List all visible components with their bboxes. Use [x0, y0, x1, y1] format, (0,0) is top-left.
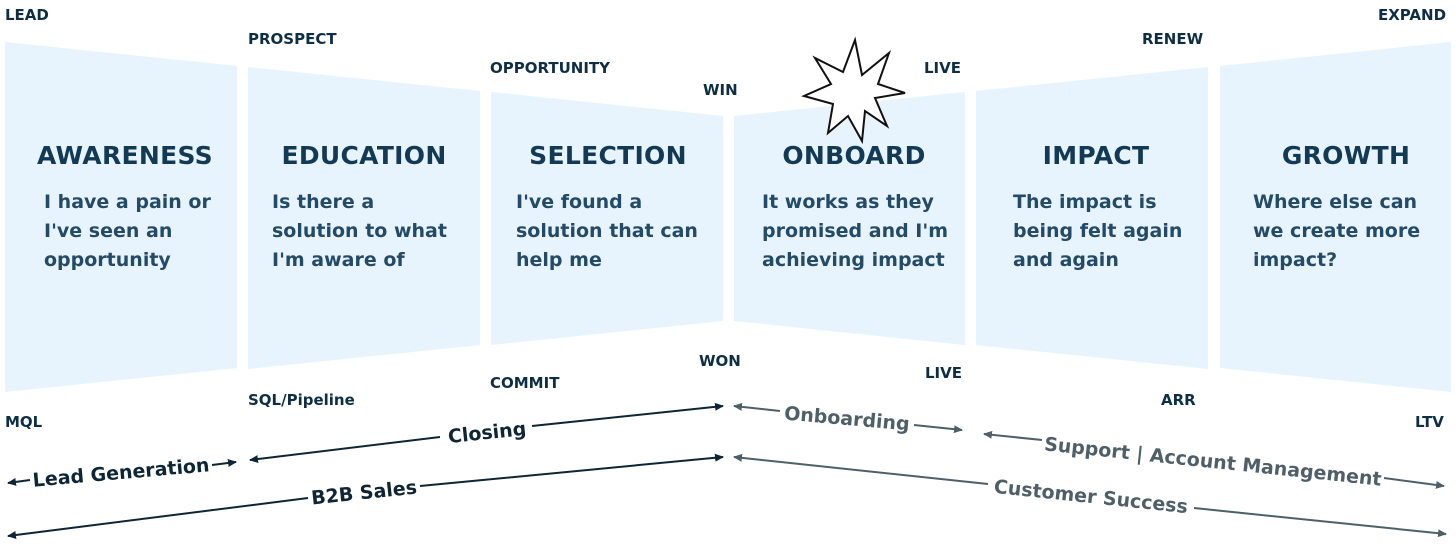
label-sql-pipeline: SQL/Pipeline — [248, 391, 355, 409]
flow-lead-generation: Lead Generation — [7, 454, 237, 492]
stage-desc-impact: The impact is being felt again and again — [1013, 188, 1213, 275]
desc-line: we create more — [1253, 220, 1421, 242]
desc-line: It works as they — [762, 191, 934, 213]
customer-success-label: Customer Success — [993, 476, 1189, 518]
stage-title-onboard: ONBOARD — [782, 141, 926, 170]
closing-label: Closing — [447, 418, 527, 448]
label-commit: COMMIT — [490, 374, 560, 392]
desc-line: I've seen an — [44, 220, 173, 242]
label-lead: LEAD — [5, 6, 49, 24]
desc-line: achieving impact — [762, 249, 945, 271]
support-label: Support | Account Management — [1043, 433, 1382, 490]
label-arr: ARR — [1161, 391, 1196, 409]
desc-line: I have a pain or — [44, 191, 211, 213]
stage-title-awareness: AWARENESS — [37, 141, 213, 170]
stage-title-education: EDUCATION — [281, 141, 447, 170]
desc-line: impact? — [1253, 249, 1338, 271]
desc-line: Is there a — [272, 191, 375, 213]
panel-impact — [976, 67, 1208, 369]
stage-title-impact: IMPACT — [1042, 141, 1150, 170]
lead-generation-label: Lead Generation — [32, 454, 211, 491]
label-ltv: LTV — [1415, 413, 1444, 431]
desc-line: help me — [516, 249, 602, 271]
panel-onboard — [734, 92, 965, 345]
desc-line: and again — [1013, 249, 1119, 271]
starburst-icon — [801, 36, 906, 145]
desc-line: being felt again — [1013, 220, 1183, 242]
label-mql: MQL — [5, 413, 43, 431]
desc-line: I'm aware of — [272, 249, 405, 271]
panel-awareness — [5, 42, 237, 392]
flow-closing: Closing — [249, 402, 724, 464]
panel-selection — [491, 92, 723, 345]
desc-line: solution that can — [516, 220, 698, 242]
label-prospect: PROSPECT — [248, 30, 337, 48]
label-live-top: LIVE — [924, 59, 961, 77]
panel-education — [248, 67, 480, 369]
onboarding-label: Onboarding — [783, 403, 910, 436]
desc-line: opportunity — [44, 249, 171, 271]
stage-desc-education: Is there a solution to what I'm aware of — [272, 188, 472, 275]
desc-line: The impact is — [1013, 191, 1157, 213]
label-opportunity: OPPORTUNITY — [490, 59, 611, 77]
desc-line: solution to what — [272, 220, 447, 242]
label-won: WON — [699, 352, 741, 370]
desc-line: promised and I'm — [762, 220, 948, 242]
desc-line: I've found a — [516, 191, 643, 213]
label-live-bottom: LIVE — [925, 364, 962, 382]
desc-line: Where else can — [1253, 191, 1418, 213]
label-expand: EXPAND — [1378, 6, 1447, 24]
stage-desc-selection: I've found a solution that can help me — [516, 188, 716, 275]
flow-onboarding: Onboarding — [733, 403, 963, 436]
panel-growth — [1220, 42, 1451, 392]
label-renew: RENEW — [1142, 30, 1204, 48]
stage-desc-onboard: It works as they promised and I'm achiev… — [762, 188, 962, 275]
stage-desc-growth: Where else can we create more impact? — [1253, 188, 1453, 275]
stage-title-selection: SELECTION — [529, 141, 687, 170]
b2b-sales-label: B2B Sales — [310, 477, 418, 510]
stage-desc-awareness: I have a pain or I've seen an opportunit… — [44, 188, 244, 275]
stage-title-growth: GROWTH — [1281, 141, 1411, 170]
label-win: WIN — [703, 81, 738, 99]
